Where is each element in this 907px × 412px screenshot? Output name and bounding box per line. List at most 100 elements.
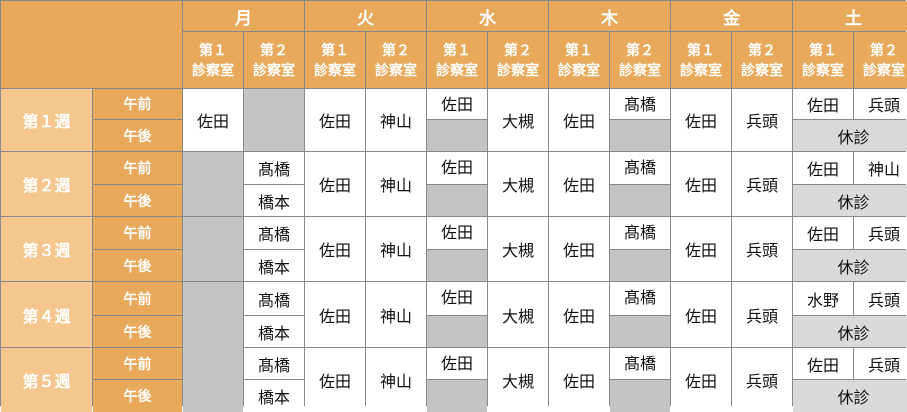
doctor-cell: 佐田 bbox=[549, 152, 609, 216]
room-header-label: 診察室 bbox=[741, 63, 783, 79]
day-header-sat: 土 bbox=[793, 1, 907, 31]
room-header: 第２ 診察室 bbox=[610, 32, 670, 88]
day-header-tue: 火 bbox=[305, 1, 426, 31]
empty-cell bbox=[427, 380, 487, 412]
doctor-cell: 兵頭 bbox=[854, 89, 907, 119]
room-header-num: 第２ bbox=[504, 43, 532, 59]
doctor-cell: 大槻 bbox=[488, 217, 548, 281]
doctor-cell: 佐田 bbox=[427, 217, 487, 249]
room-header-num: 第２ bbox=[626, 43, 654, 59]
room-header-num: 第１ bbox=[687, 43, 715, 59]
room-header-num: 第１ bbox=[809, 43, 837, 59]
closed-cell: 休診 bbox=[793, 250, 907, 281]
week-label: 第４週 bbox=[1, 282, 92, 347]
doctor-cell: 髙橋 bbox=[610, 217, 670, 249]
doctor-cell: 兵頭 bbox=[854, 348, 907, 379]
doctor-cell: 佐田 bbox=[305, 89, 365, 151]
doctor-cell: 髙橋 bbox=[610, 152, 670, 184]
doctor-cell: 佐田 bbox=[305, 348, 365, 412]
doctor-cell: 佐田 bbox=[793, 348, 853, 379]
doctor-cell: 佐田 bbox=[183, 89, 243, 151]
doctor-cell: 佐田 bbox=[427, 282, 487, 315]
room-header: 第２ 診察室 bbox=[732, 32, 792, 88]
closed-cell: 休診 bbox=[793, 380, 907, 412]
empty-cell bbox=[183, 152, 243, 216]
room-header-label: 診察室 bbox=[497, 63, 539, 79]
doctor-cell: 大槻 bbox=[488, 348, 548, 412]
doctor-cell: 兵頭 bbox=[732, 217, 792, 281]
doctor-cell: 佐田 bbox=[427, 89, 487, 119]
empty-cell bbox=[427, 185, 487, 216]
doctor-cell: 髙橋 bbox=[610, 89, 670, 119]
doctor-cell: 髙橋 bbox=[610, 348, 670, 379]
doctor-cell: 佐田 bbox=[427, 152, 487, 184]
am-label: 午前 bbox=[93, 282, 182, 315]
doctor-cell: 兵頭 bbox=[854, 282, 907, 315]
doctor-cell: 佐田 bbox=[671, 282, 731, 347]
room-header-label: 診察室 bbox=[253, 63, 295, 79]
closed-cell: 休診 bbox=[793, 185, 907, 216]
doctor-cell: 佐田 bbox=[427, 348, 487, 379]
doctor-cell: 髙橋 bbox=[244, 152, 304, 184]
week-label: 第１週 bbox=[1, 89, 92, 151]
room-header-label: 診察室 bbox=[863, 63, 905, 79]
doctor-cell: 髙橋 bbox=[610, 282, 670, 315]
doctor-cell: 兵頭 bbox=[732, 282, 792, 347]
empty-cell bbox=[610, 120, 670, 151]
room-header-label: 診察室 bbox=[375, 63, 417, 79]
empty-cell bbox=[610, 380, 670, 412]
empty-cell bbox=[244, 89, 304, 151]
empty-cell bbox=[427, 316, 487, 347]
empty-cell bbox=[427, 250, 487, 281]
doctor-cell: 神山 bbox=[366, 348, 426, 412]
doctor-cell: 佐田 bbox=[549, 89, 609, 151]
doctor-cell: 大槻 bbox=[488, 152, 548, 216]
day-header-fri: 金 bbox=[671, 1, 792, 31]
room-header-label: 診察室 bbox=[619, 63, 661, 79]
day-header-mon: 月 bbox=[183, 1, 304, 31]
room-header-num: 第１ bbox=[321, 43, 349, 59]
doctor-cell: 神山 bbox=[366, 217, 426, 281]
room-header: 第２ 診察室 bbox=[488, 32, 548, 88]
doctor-cell: 兵頭 bbox=[732, 89, 792, 151]
doctor-cell: 髙橋 bbox=[244, 217, 304, 249]
doctor-cell: 佐田 bbox=[793, 217, 853, 249]
doctor-cell: 佐田 bbox=[793, 89, 853, 119]
header-corner bbox=[1, 1, 182, 88]
doctor-cell: 橋本 bbox=[244, 185, 304, 216]
room-header: 第１ 診察室 bbox=[183, 32, 243, 88]
room-header-num: 第２ bbox=[870, 43, 898, 59]
room-header-num: 第２ bbox=[748, 43, 776, 59]
room-header-num: 第１ bbox=[565, 43, 593, 59]
doctor-cell: 神山 bbox=[366, 282, 426, 347]
doctor-cell: 佐田 bbox=[671, 348, 731, 412]
doctor-cell: 佐田 bbox=[549, 282, 609, 347]
doctor-cell: 佐田 bbox=[671, 89, 731, 151]
empty-cell bbox=[183, 217, 243, 281]
am-label: 午前 bbox=[93, 152, 182, 184]
doctor-cell: 髙橋 bbox=[244, 348, 304, 379]
empty-cell bbox=[183, 282, 243, 412]
closed-cell: 休診 bbox=[793, 120, 907, 151]
week-label: 第２週 bbox=[1, 152, 92, 216]
doctor-cell: 兵頭 bbox=[732, 152, 792, 216]
doctor-cell: 佐田 bbox=[549, 217, 609, 281]
room-header-label: 診察室 bbox=[192, 63, 234, 79]
week-label: 第３週 bbox=[1, 217, 92, 281]
doctor-cell: 橋本 bbox=[244, 380, 304, 412]
doctor-cell: 髙橋 bbox=[244, 282, 304, 315]
room-header-num: 第１ bbox=[199, 43, 227, 59]
doctor-cell: 大槻 bbox=[488, 282, 548, 347]
empty-cell bbox=[610, 250, 670, 281]
room-header: 第２ 診察室 bbox=[854, 32, 907, 88]
empty-cell bbox=[427, 120, 487, 151]
doctor-cell: 神山 bbox=[366, 89, 426, 151]
pm-label: 午後 bbox=[93, 185, 182, 216]
pm-label: 午後 bbox=[93, 380, 182, 412]
